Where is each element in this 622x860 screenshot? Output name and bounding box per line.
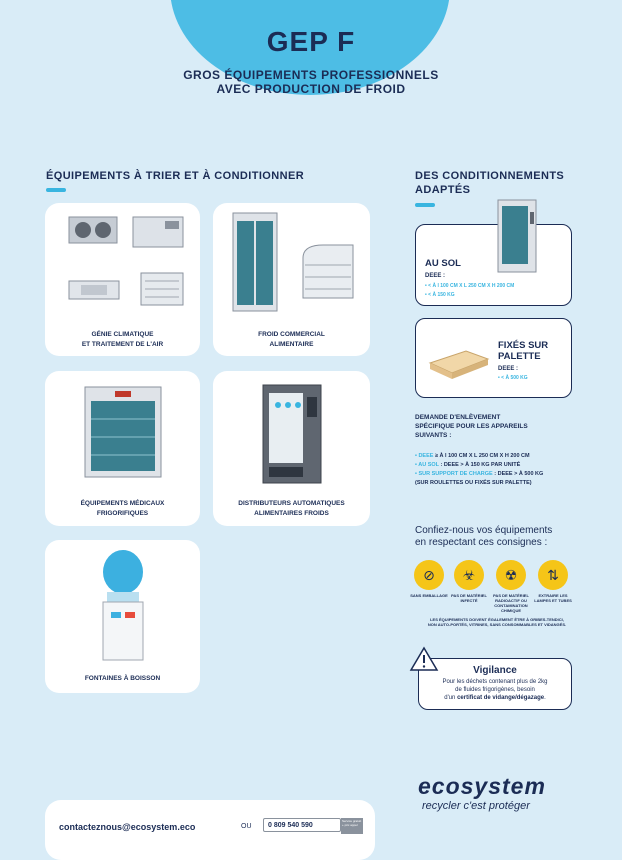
instructions-intro-line2: en respectant ces consignes : — [415, 537, 548, 548]
contact-email[interactable]: contacteznous@ecosystem.eco — [59, 822, 196, 832]
contact-phone[interactable]: 0 809 540 590 — [263, 818, 341, 832]
vending-machine-icon — [262, 384, 322, 484]
card-climate-label-line2: ET TRAITEMENT DE L'AIR — [81, 341, 164, 348]
section-underline — [46, 188, 66, 192]
pallet-title-line2: PALETTE — [498, 351, 541, 362]
card-commercial-fridge-label-line1: FROID COMMERCIAL — [258, 331, 325, 338]
packaging-heading-line2: ADAPTÉS — [415, 184, 471, 196]
ecosystem-logo: ecosystem — [418, 773, 546, 799]
climate-equipment-icon — [68, 216, 184, 306]
vigilance-title: Vigilance — [473, 665, 517, 676]
special-request-list: • DEEE ≥ À l 100 CM X L 250 CM X H 200 C… — [415, 452, 585, 488]
card-medical-fridge-label-line1: ÉQUIPEMENTS MÉDICAUX — [80, 500, 165, 507]
card-medical-fridge-label: ÉQUIPEMENTS MÉDICAUX FRIGORIFIQUES — [45, 499, 200, 519]
card-climate-label: GÉNIE CLIMATIQUE ET TRAITEMENT DE L'AIR — [45, 330, 200, 350]
vigilance-text: Pour les déchets contenant plus de 2kg d… — [419, 678, 571, 702]
special-request-line2: SPÉCIFIQUE POUR LES APPAREILS — [415, 423, 528, 430]
special-request-line3: SUIVANTS : — [415, 432, 452, 439]
special-item-3-value: : DEEE > À 500 KG — [492, 471, 544, 477]
vigilance-line3-post: . — [544, 695, 546, 701]
no-infected-material-icon: ☣ — [454, 560, 484, 590]
remove-lamps-label: EXTRAIRE LES LAMPES ET TUBES — [534, 593, 572, 603]
floor-title: AU SOL — [425, 258, 461, 269]
card-water-fountain: FONTAINES À BOISSON — [45, 540, 200, 693]
floor-box: AU SOL DEEE : • < À l 100 CM X L 250 CM … — [415, 224, 572, 306]
card-climate-label-line1: GÉNIE CLIMATIQUE — [91, 331, 154, 338]
special-request-item-2: • AU SOL : DEEE > À 150 KG PAR UNITÉ — [415, 461, 585, 470]
subtitle-line-1: GROS ÉQUIPEMENTS PROFESSIONNELS — [183, 68, 439, 82]
instructions-intro-line1: Confiez-nous vos équipements — [415, 525, 553, 536]
equipment-section-heading: ÉQUIPEMENTS À TRIER ET À CONDITIONNER — [46, 170, 305, 182]
vigilance-line2: de fluides frigorigènes, besoin — [455, 687, 535, 693]
pallet-box: FIXÉS SUR PALETTE DEEE : • < À 500 KG — [415, 318, 572, 398]
pallet-deee: DEEE : — [498, 366, 519, 372]
pallet-icon — [428, 350, 490, 379]
packaging-heading-line1: DES CONDITIONNEMENTS — [415, 170, 565, 182]
commercial-fridge-icon — [232, 212, 354, 312]
card-medical-fridge: ÉQUIPEMENTS MÉDICAUX FRIGORIFIQUES — [45, 371, 200, 526]
packaging-section-heading: DES CONDITIONNEMENTS ADAPTÉS — [415, 169, 564, 197]
vigilance-line3: d'un certificat de vidange/dégazage. — [419, 694, 571, 702]
page-subtitle: GROS ÉQUIPEMENTS PROFESSIONNELS AVEC PRO… — [0, 68, 622, 96]
special-item-2-value: : DEEE > À 150 KG PAR UNITÉ — [438, 462, 521, 468]
vigilance-line3-bold: certificat de vidange/dégazage — [457, 695, 545, 701]
card-commercial-fridge-label: FROID COMMERCIAL ALIMENTAIRE — [213, 330, 370, 350]
special-item-1-value: ≥ À l 100 CM X L 250 CM X H 200 CM — [433, 453, 530, 459]
special-request-item-1: • DEEE ≥ À l 100 CM X L 250 CM X H 200 C… — [415, 452, 585, 461]
footnote-line1: LES ÉQUIPEMENTS DOIVENT ÉGALEMENT ÊTRE À… — [430, 617, 564, 622]
floor-deee: DEEE : — [425, 273, 446, 279]
footnote-line2: NON AUTO-PORTÉS, VITRINES, SANS CONSOMMA… — [427, 622, 567, 627]
no-packaging-label: SANS EMBALLAGE — [410, 593, 448, 598]
special-item-3-note: (SUR ROULETTES OU FIXÉS SUR PALETTE) — [415, 480, 532, 486]
vigilance-line3-pre: d'un — [444, 695, 458, 701]
subtitle-line-2: AVEC PRODUCTION DE FROID — [216, 82, 406, 96]
vigilance-line1: Pour les déchets contenant plus de 2kg — [442, 679, 548, 685]
medical-fridge-icon — [84, 386, 162, 478]
floor-dimensions: • < À l 100 CM X L 250 CM X H 200 CM — [425, 283, 515, 289]
water-fountain-icon — [102, 550, 144, 661]
pallet-title-line1: FIXÉS SUR — [498, 340, 549, 351]
instructions-intro: Confiez-nous vos équipements en respecta… — [415, 525, 585, 549]
no-packaging-icon: ⊘ — [414, 560, 444, 590]
special-item-1-key: • DEEE — [415, 453, 434, 459]
card-commercial-fridge-label-line2: ALIMENTAIRE — [269, 341, 314, 348]
remove-lamps-icon: ⇅ — [538, 560, 568, 590]
special-request-line1: DEMANDE D'ENLÈVEMENT — [415, 414, 501, 421]
warning-icon — [409, 646, 439, 671]
no-radioactive-label: PAS DE MATÉRIEL RADIOACTIF OU CONTAMINAT… — [493, 593, 529, 613]
packaging-section-underline — [415, 203, 435, 207]
card-vending-machine-label-line2: ALIMENTAIRES FROIDS — [254, 510, 329, 517]
page-title: GEP F — [266, 26, 356, 57]
floor-weight: • < À 150 KG — [425, 292, 455, 298]
card-commercial-fridge: FROID COMMERCIAL ALIMENTAIRE — [213, 203, 370, 356]
special-request-item-3: • SUR SUPPORT DE CHARGE : DEEE > À 500 K… — [415, 470, 585, 479]
phone-note: Service gratuit + prix appel — [341, 818, 363, 834]
contact-or: OU — [241, 823, 252, 830]
instructions-footnote: LES ÉQUIPEMENTS DOIVENT ÉGALEMENT ÊTRE À… — [412, 617, 582, 627]
slogan: recycler c'est protéger — [422, 800, 530, 812]
contact-box: contacteznous@ecosystem.eco OU 0 809 540… — [45, 800, 375, 860]
card-vending-machine-label-line1: DISTRIBUTEURS AUTOMATIQUES — [238, 500, 345, 507]
special-request-heading: DEMANDE D'ENLÈVEMENT SPÉCIFIQUE POUR LES… — [415, 413, 575, 440]
card-climate: GÉNIE CLIMATIQUE ET TRAITEMENT DE L'AIR — [45, 203, 200, 356]
no-infected-material-label: PAS DE MATÉRIEL INFECTÉ — [451, 593, 487, 603]
pallet-weight: • < À 500 KG — [498, 375, 528, 381]
floor-fridge-icon — [497, 199, 537, 273]
no-radioactive-icon: ☢ — [496, 560, 526, 590]
special-item-2-key: • AU SOL — [415, 462, 439, 468]
card-medical-fridge-label-line2: FRIGORIFIQUES — [96, 510, 149, 517]
card-vending-machine-label: DISTRIBUTEURS AUTOMATIQUES ALIMENTAIRES … — [213, 499, 370, 519]
card-water-fountain-label: FONTAINES À BOISSON — [84, 675, 161, 682]
card-vending-machine: DISTRIBUTEURS AUTOMATIQUES ALIMENTAIRES … — [213, 371, 370, 526]
pallet-title: FIXÉS SUR PALETTE — [498, 340, 548, 362]
special-item-3-key: • SUR SUPPORT DE CHARGE — [415, 471, 493, 477]
vigilance-box: Vigilance Pour les déchets contenant plu… — [418, 658, 572, 710]
